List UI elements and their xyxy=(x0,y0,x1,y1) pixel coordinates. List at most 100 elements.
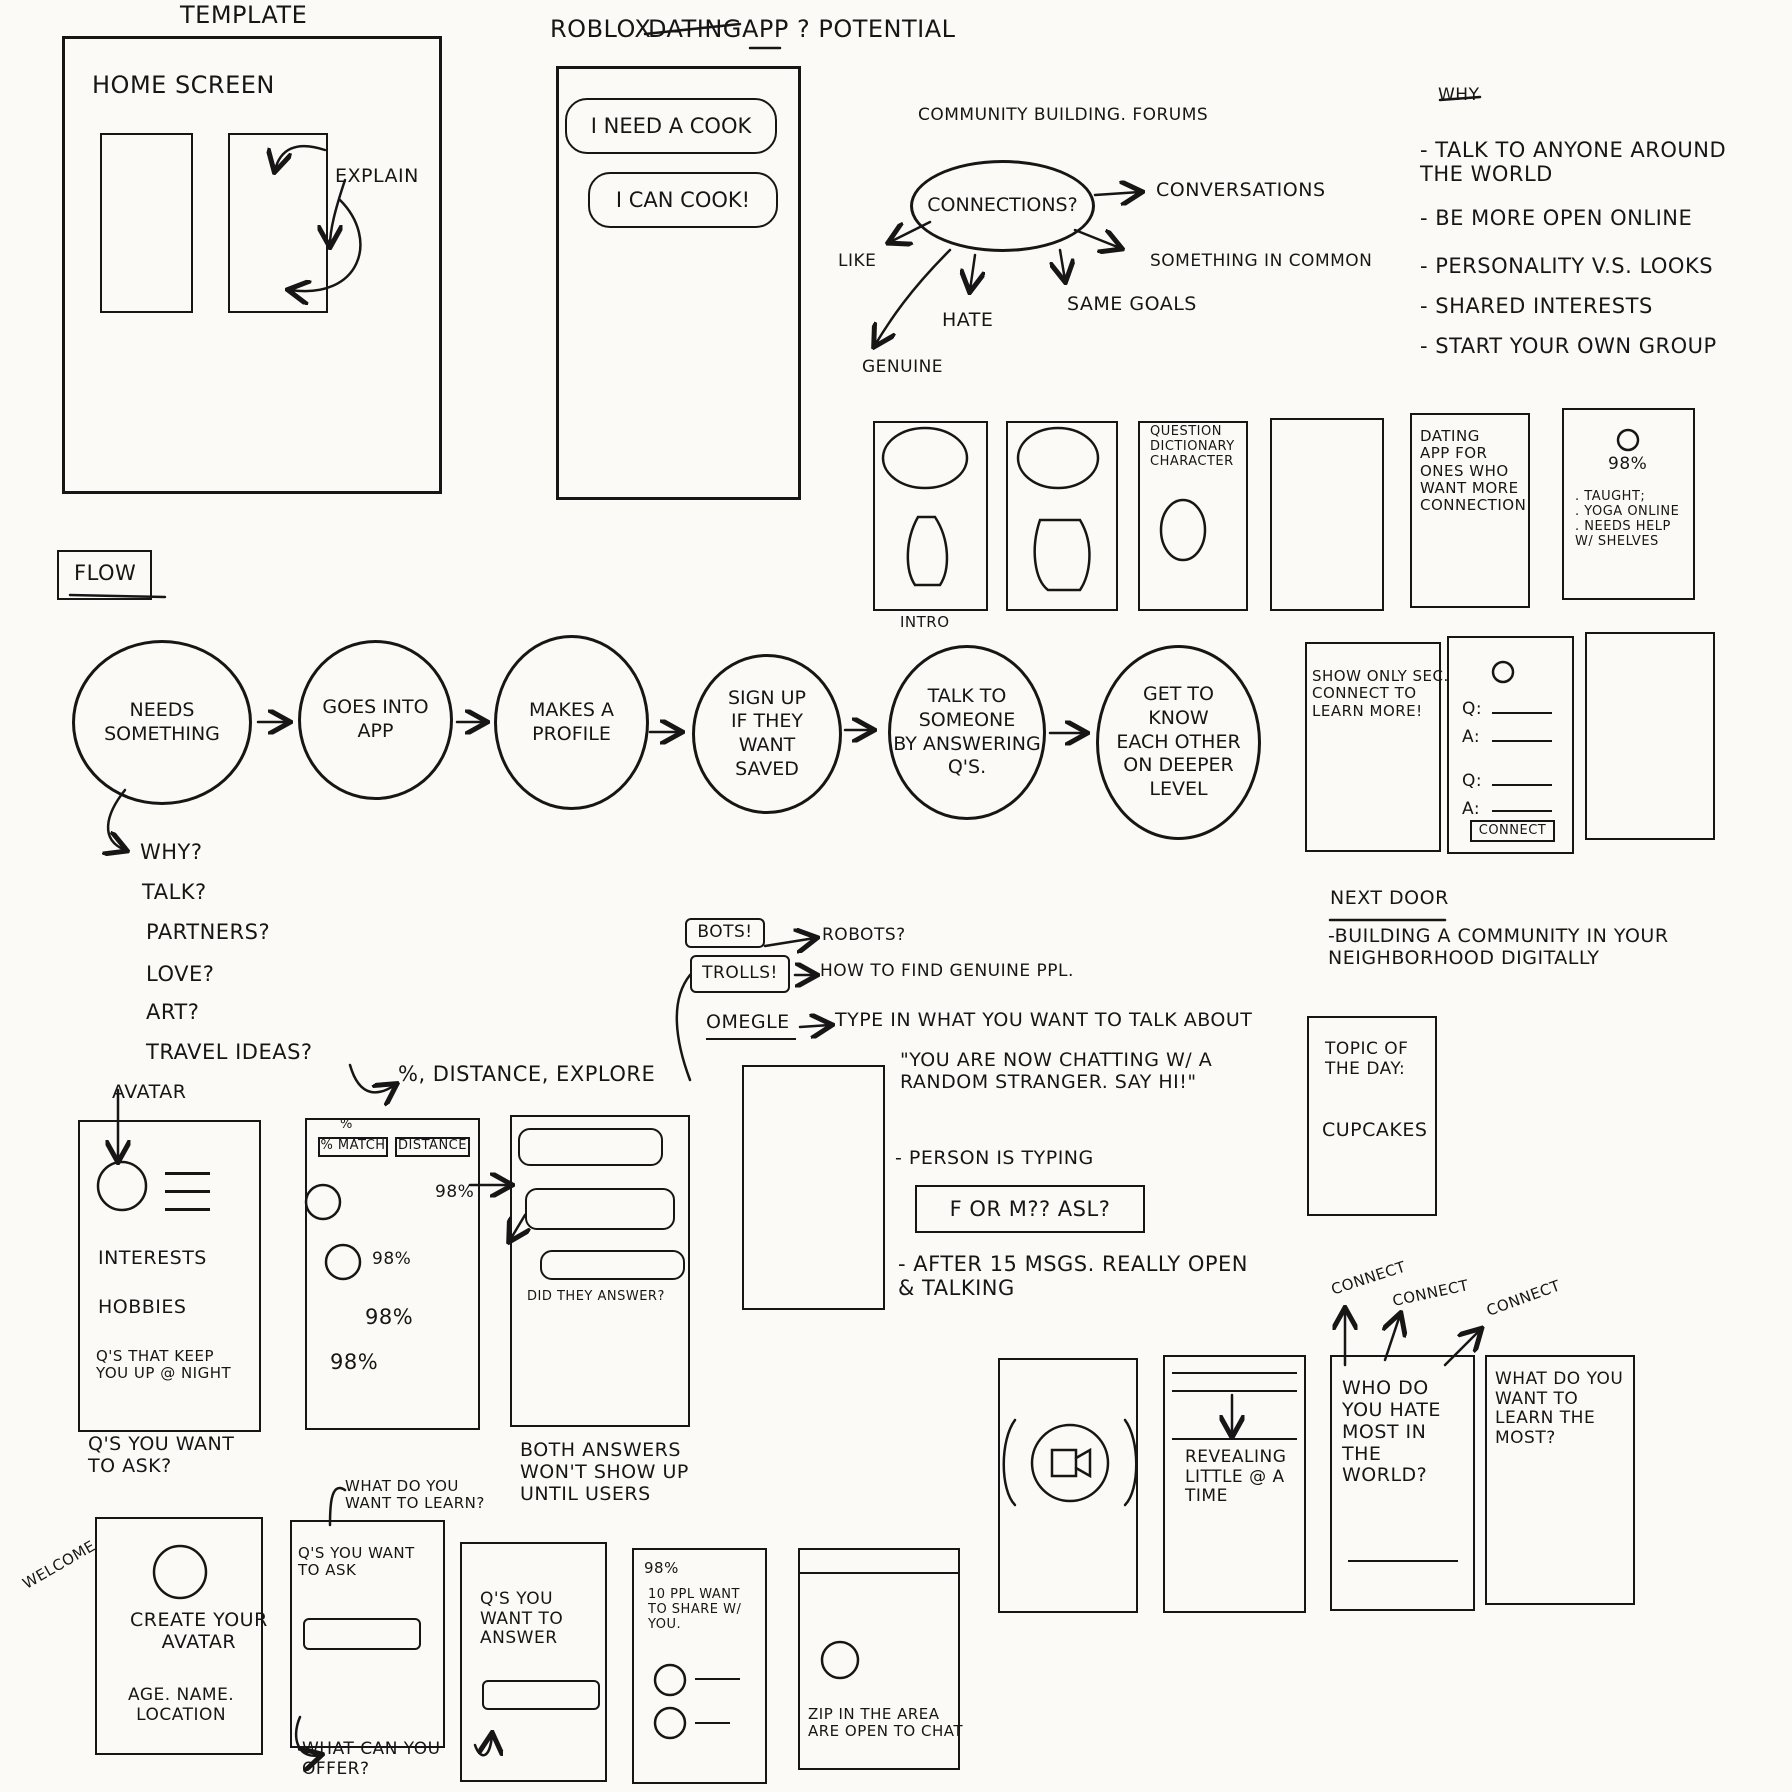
zip-screen xyxy=(798,1548,960,1770)
why-item-1: - Talk to anyone around the world xyxy=(1420,138,1727,187)
conversations-label: Conversations xyxy=(1156,179,1326,201)
bubble-need-cook: I need a cook xyxy=(565,98,777,154)
age-name-location-label: Age. name. location xyxy=(128,1685,235,1725)
flow-step-6: Get to know each other on deeper level xyxy=(1096,645,1261,840)
avatar-label: Avatar xyxy=(112,1081,187,1103)
trolls-box: Trolls! xyxy=(690,955,790,993)
thumb-character xyxy=(1006,421,1118,611)
show-only-text: Show only sec. Connect to learn more! xyxy=(1312,667,1449,720)
home-screen-label: Home Screen xyxy=(92,71,275,99)
qa-screen xyxy=(1447,636,1574,854)
cupcakes-label: Cupcakes xyxy=(1322,1119,1428,1141)
thumb-percent: 98% xyxy=(1608,454,1648,474)
interests-label: Interests xyxy=(98,1247,207,1269)
profile-screen xyxy=(78,1120,261,1432)
omegle-note: Type in what you want to talk about xyxy=(835,1009,1253,1031)
create-avatar-screen xyxy=(95,1517,263,1755)
zip-area-label: Zip in the area are open to chat xyxy=(808,1705,963,1741)
flow-step-1: Needs something xyxy=(72,640,252,805)
template-frame xyxy=(62,36,442,494)
qs-answer-screen xyxy=(460,1542,607,1782)
what-offer-note: What can you offer? xyxy=(302,1739,441,1779)
flow-step-4: Sign up if they want saved xyxy=(692,654,842,814)
blank-screen xyxy=(1585,632,1715,840)
what-learn-note: What do you want to learn? xyxy=(345,1477,485,1513)
roblox-title-struck: Dating xyxy=(648,15,742,43)
match-pct-1: 98% xyxy=(435,1182,475,1202)
flow-label: Flow xyxy=(74,561,137,585)
did-they-answer-label: Did they answer? xyxy=(527,1289,665,1304)
template-screen-right xyxy=(228,133,328,313)
love-q: Love? xyxy=(146,962,215,986)
qs-ask-screen xyxy=(290,1520,445,1748)
genuine-label: Genuine xyxy=(862,357,944,377)
match-pct-3: 98% xyxy=(365,1305,414,1329)
qs-answer-label: Q's you want to answer xyxy=(480,1589,564,1649)
typing-label: - Person is typing xyxy=(895,1147,1094,1169)
share-pct: 98% xyxy=(644,1559,679,1577)
video-screen xyxy=(998,1358,1138,1613)
template-title: Template xyxy=(180,1,308,29)
intro-label: Intro xyxy=(900,613,950,631)
what-learn-label: What do you want to learn the most? xyxy=(1495,1369,1624,1448)
qs-want-ask-note: Q's you want to ask? xyxy=(88,1433,235,1477)
nextdoor-desc: -Building a community in your neighborho… xyxy=(1328,925,1669,969)
something-in-common-label: Something in common xyxy=(1150,251,1373,271)
why-item-4: - Shared interests xyxy=(1420,294,1653,318)
topic-label: Topic of the day: xyxy=(1325,1039,1409,1079)
why-q: Why? xyxy=(140,840,203,864)
asl-box: F or M?? ASL? xyxy=(915,1185,1145,1233)
match-pct-2: 98% xyxy=(372,1249,412,1269)
share-ppl-label: 10 ppl want to share w/ you. xyxy=(648,1587,742,1632)
flow-step-2: Goes into app xyxy=(298,640,453,800)
revealing-label: Revealing little @ a time xyxy=(1185,1447,1287,1507)
connections-node: Connections? xyxy=(910,160,1095,252)
same-goals-label: Same goals xyxy=(1067,293,1197,315)
like-label: Like xyxy=(838,251,877,271)
topic-screen xyxy=(1307,1016,1437,1216)
chat-bubble-2 xyxy=(525,1188,675,1230)
nextdoor-heading: Next door xyxy=(1330,887,1449,909)
qa-a1: A: xyxy=(1462,727,1481,747)
match-pct-4: 98% xyxy=(330,1350,379,1374)
find-genuine-label: How to find genuine ppl. xyxy=(820,961,1074,981)
why-item-3: - Personality v.s. looks xyxy=(1420,254,1714,278)
create-avatar-label: Create your avatar xyxy=(130,1609,268,1653)
chat-screen xyxy=(510,1115,690,1427)
roblox-title-a: Roblox xyxy=(550,15,652,43)
match-list-screen xyxy=(305,1118,480,1430)
why-item-2: - Be more open online xyxy=(1420,206,1693,230)
what-learn-screen xyxy=(1485,1355,1635,1605)
qs-keep-up-label: Q's that keep you up @ night xyxy=(96,1347,232,1383)
tab-match[interactable]: % match xyxy=(318,1137,388,1157)
share-screen xyxy=(632,1548,767,1784)
omegle-screen xyxy=(742,1065,885,1310)
travel-ideas-q: Travel ideas? xyxy=(146,1040,313,1064)
why-item-5: - Start your own group xyxy=(1420,334,1717,358)
question-dictionary-label: Question Dictionary Character xyxy=(1150,424,1235,469)
thumb-intro xyxy=(873,421,988,611)
qs-answer-dropdown[interactable] xyxy=(482,1680,600,1710)
talk-q: Talk? xyxy=(142,880,207,904)
qs-ask-label: Q's you want to ask xyxy=(298,1544,415,1580)
flow-step-3: Makes a profile xyxy=(494,635,649,810)
why-heading: Why xyxy=(1438,85,1480,105)
qa-q1: Q: xyxy=(1462,699,1483,719)
chat-bubble-3 xyxy=(540,1250,685,1280)
qs-ask-dropdown[interactable] xyxy=(303,1618,421,1650)
tab-distance[interactable]: Distance xyxy=(395,1137,470,1157)
both-answers-note: Both answers won't show up until users xyxy=(520,1439,689,1505)
flow-label-box xyxy=(57,550,152,600)
omegle-label: Omegle xyxy=(706,1011,790,1033)
mindmap-heading: Community building. Forums xyxy=(918,105,1209,125)
qa-a2: A: xyxy=(1462,799,1481,819)
thumb-dating xyxy=(1410,413,1530,608)
pct-symbol: % xyxy=(340,1117,353,1132)
bots-box: Bots! xyxy=(685,918,765,948)
thumb-question xyxy=(1138,421,1248,611)
robots-label: Robots? xyxy=(822,925,906,945)
connect-button[interactable]: Connect xyxy=(1470,820,1555,842)
revealing-screen xyxy=(1163,1355,1306,1613)
qa-q2: Q: xyxy=(1462,771,1483,791)
